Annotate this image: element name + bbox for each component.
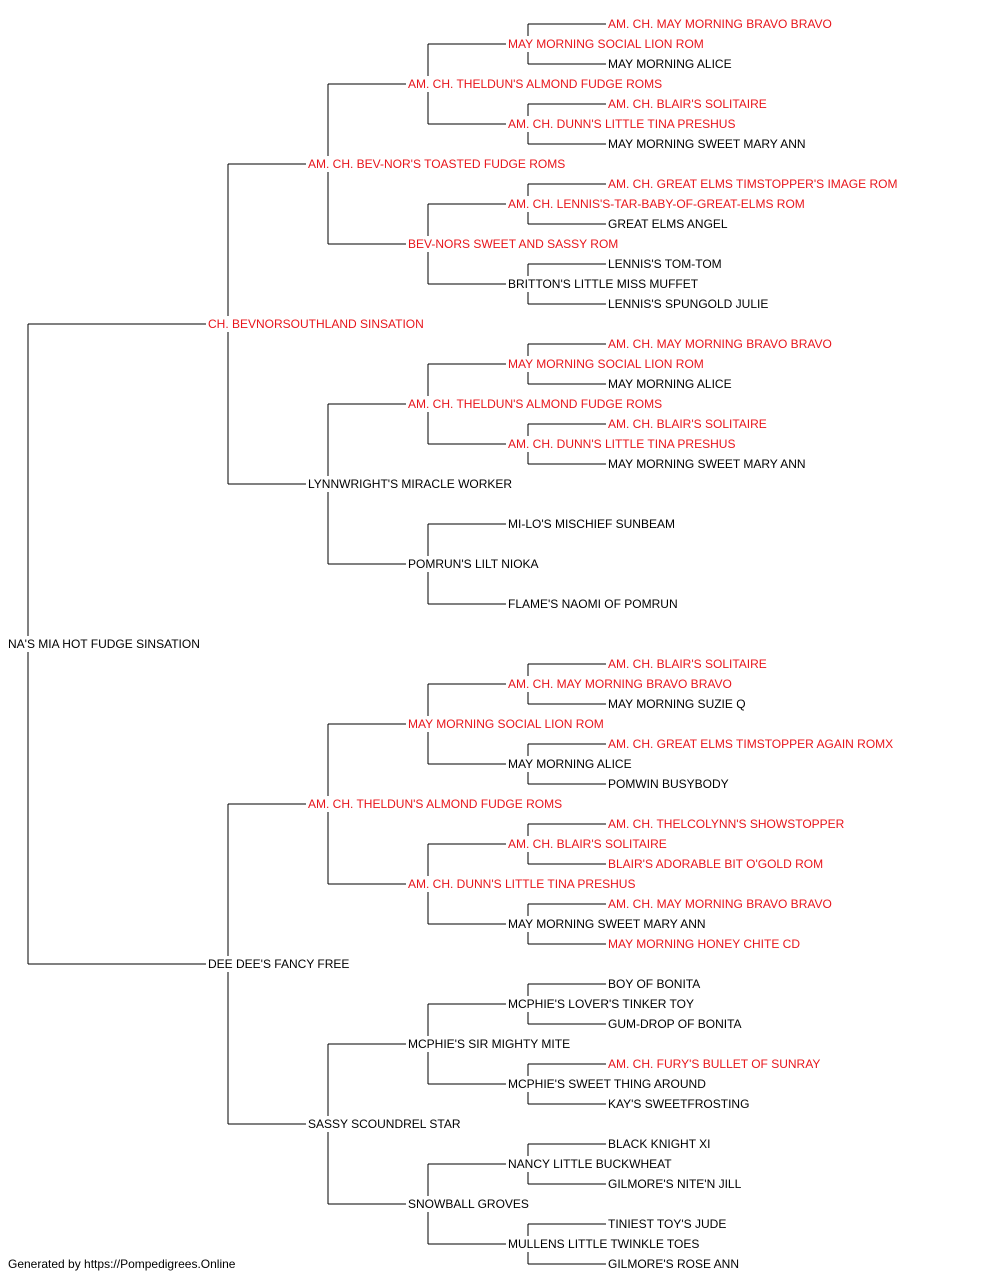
- pedigree-entry: AM. CH. MAY MORNING BRAVO BRAVO: [608, 17, 832, 31]
- pedigree-entry: MAY MORNING SWEET MARY ANN: [508, 917, 706, 931]
- pedigree-entry: DEE DEE'S FANCY FREE: [208, 957, 350, 971]
- pedigree-entry: SASSY SCOUNDREL STAR: [308, 1117, 461, 1131]
- pedigree-entry: MAY MORNING ALICE: [608, 57, 732, 71]
- pedigree-entry: MAY MORNING ALICE: [508, 757, 632, 771]
- pedigree-entry: AM. CH. BLAIR'S SOLITAIRE: [608, 657, 767, 671]
- pedigree-entry: MAY MORNING SUZIE Q: [608, 697, 746, 711]
- pedigree-entry: MCPHIE'S SWEET THING AROUND: [508, 1077, 706, 1091]
- pedigree-entry: POMRUN'S LILT NIOKA: [408, 557, 539, 571]
- pedigree-entry: MAY MORNING SWEET MARY ANN: [608, 457, 806, 471]
- pedigree-entry: AM. CH. DUNN'S LITTLE TINA PRESHUS: [508, 117, 736, 131]
- pedigree-entry: AM. CH. GREAT ELMS TIMSTOPPER'S IMAGE RO…: [608, 177, 898, 191]
- pedigree-entry: LYNNWRIGHT'S MIRACLE WORKER: [308, 477, 513, 491]
- pedigree-entry: AM. CH. MAY MORNING BRAVO BRAVO: [608, 337, 832, 351]
- pedigree-entry: GILMORE'S ROSE ANN: [608, 1257, 739, 1271]
- pedigree-entry: GREAT ELMS ANGEL: [608, 217, 728, 231]
- pedigree-entry: MI-LO'S MISCHIEF SUNBEAM: [508, 517, 675, 531]
- pedigree-entry: AM. CH. DUNN'S LITTLE TINA PRESHUS: [508, 437, 736, 451]
- pedigree-entry: LENNIS'S SPUNGOLD JULIE: [608, 297, 769, 311]
- pedigree-entry: TINIEST TOY'S JUDE: [608, 1217, 727, 1231]
- pedigree-entry: AM. CH. LENNIS'S-TAR-BABY-OF-GREAT-ELMS …: [508, 197, 805, 211]
- pedigree-entry: MAY MORNING HONEY CHITE CD: [608, 937, 801, 951]
- pedigree-entry: MULLENS LITTLE TWINKLE TOES: [508, 1237, 700, 1251]
- pedigree-entry: MAY MORNING ALICE: [608, 377, 732, 391]
- pedigree-entry: LENNIS'S TOM-TOM: [608, 257, 722, 271]
- pedigree-entry: AM. CH. BLAIR'S SOLITAIRE: [508, 837, 667, 851]
- pedigree-entry: MAY MORNING SWEET MARY ANN: [608, 137, 806, 151]
- pedigree-entry: GUM-DROP OF BONITA: [608, 1017, 742, 1031]
- pedigree-entry: AM. CH. THELDUN'S ALMOND FUDGE ROMS: [408, 397, 663, 411]
- pedigree-entry: AM. CH. BLAIR'S SOLITAIRE: [608, 97, 767, 111]
- pedigree-entry: MCPHIE'S SIR MIGHTY MITE: [408, 1037, 571, 1051]
- pedigree-entry: BRITTON'S LITTLE MISS MUFFET: [508, 277, 699, 291]
- pedigree-entry: GILMORE'S NITE'N JILL: [608, 1177, 742, 1191]
- pedigree-entry: AM. CH. FURY'S BULLET OF SUNRAY: [608, 1057, 821, 1071]
- pedigree-entry: AM. CH. THELDUN'S ALMOND FUDGE ROMS: [408, 77, 663, 91]
- pedigree-entry: POMWIN BUSYBODY: [608, 777, 729, 791]
- pedigree-entry: AM. CH. THELCOLYNN'S SHOWSTOPPER: [608, 817, 845, 831]
- pedigree-entry: SNOWBALL GROVES: [408, 1197, 529, 1211]
- pedigree-entry: MAY MORNING SOCIAL LION ROM: [508, 37, 704, 51]
- pedigree-entry: AM. CH. GREAT ELMS TIMSTOPPER AGAIN ROMX: [608, 737, 894, 751]
- pedigree-entry: AM. CH. MAY MORNING BRAVO BRAVO: [608, 897, 832, 911]
- pedigree-entry: AM. CH. BEV-NOR'S TOASTED FUDGE ROMS: [308, 157, 566, 171]
- pedigree-entry: AM. CH. THELDUN'S ALMOND FUDGE ROMS: [308, 797, 563, 811]
- pedigree-entry: BLAIR'S ADORABLE BIT O'GOLD ROM: [608, 857, 824, 871]
- pedigree-entry: AM. CH. BLAIR'S SOLITAIRE: [608, 417, 767, 431]
- pedigree-entry: MAY MORNING SOCIAL LION ROM: [508, 357, 704, 371]
- pedigree-entry: CH. BEVNORSOUTHLAND SINSATION: [208, 317, 424, 331]
- pedigree-entry: KAY'S SWEETFROSTING: [608, 1097, 750, 1111]
- pedigree-entry: BOY OF BONITA: [608, 977, 701, 991]
- pedigree-entry: MAY MORNING SOCIAL LION ROM: [408, 717, 604, 731]
- pedigree-entry: NANCY LITTLE BUCKWHEAT: [508, 1157, 672, 1171]
- pedigree-entry: AM. CH. MAY MORNING BRAVO BRAVO: [508, 677, 732, 691]
- pedigree-entry: AM. CH. DUNN'S LITTLE TINA PRESHUS: [408, 877, 636, 891]
- generated-by-footer: Generated by https://Pompedigrees.Online: [8, 1257, 236, 1271]
- pedigree-entry: FLAME'S NAOMI OF POMRUN: [508, 597, 678, 611]
- pedigree-entry: NA'S MIA HOT FUDGE SINSATION: [8, 637, 200, 651]
- pedigree-entry: BEV-NORS SWEET AND SASSY ROM: [408, 237, 619, 251]
- pedigree-entry: MCPHIE'S LOVER'S TINKER TOY: [508, 997, 694, 1011]
- pedigree-entry: BLACK KNIGHT XI: [608, 1137, 711, 1151]
